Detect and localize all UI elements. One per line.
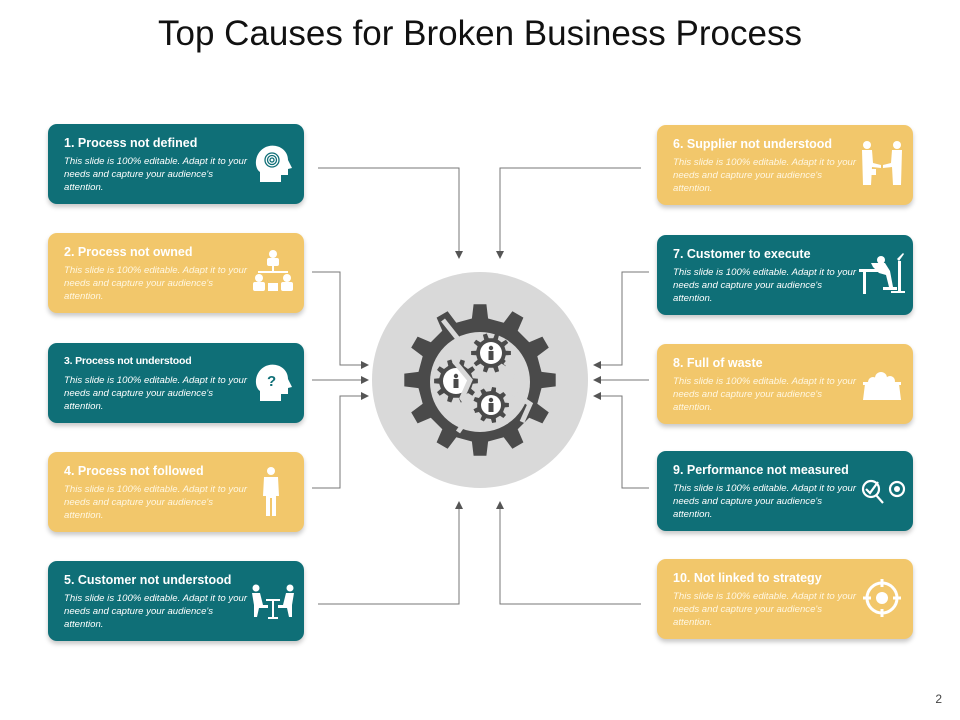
- cause-box-8: 8. Full of waste This slide is 100% edit…: [657, 344, 913, 424]
- cause-text: This slide is 100% editable. Adapt it to…: [64, 593, 248, 630]
- cause-text: This slide is 100% editable. Adapt it to…: [64, 484, 248, 521]
- cause-box-9: 9. Performance not measured This slide i…: [657, 451, 913, 531]
- cause-text: This slide is 100% editable. Adapt it to…: [673, 267, 857, 304]
- desk-worker-icon: [859, 253, 905, 294]
- cause-box-5: 5. Customer not understood This slide is…: [48, 561, 304, 641]
- cause-label: 6. Supplier not understood: [673, 137, 833, 151]
- waste-bin-icon: [863, 372, 901, 400]
- cause-text: This slide is 100% editable. Adapt it to…: [673, 157, 857, 194]
- head-fingerprint-icon: [255, 145, 292, 182]
- cause-label: 3. Process not understood: [64, 355, 192, 367]
- cause-text: This slide is 100% editable. Adapt it to…: [673, 483, 857, 520]
- cause-text: This slide is 100% editable. Adapt it to…: [64, 375, 248, 412]
- cause-box-7: 7. Customer to execute This slide is 100…: [657, 235, 913, 315]
- measure-icon: [861, 479, 906, 504]
- meeting-icon: [252, 584, 294, 619]
- cause-text: This slide is 100% editable. Adapt it to…: [64, 156, 248, 193]
- cause-label: 8. Full of waste: [673, 356, 763, 370]
- cause-label: 7. Customer to execute: [673, 247, 811, 261]
- handshake-icon: [862, 141, 902, 185]
- cause-label: 4. Process not followed: [64, 464, 204, 478]
- cause-box-10: 10. Not linked to strategy This slide is…: [657, 559, 913, 639]
- cause-label: 1. Process not defined: [64, 136, 198, 150]
- cause-text: This slide is 100% editable. Adapt it to…: [673, 376, 857, 413]
- cause-box-4: 4. Process not followed This slide is 10…: [48, 452, 304, 532]
- target-icon: [863, 579, 901, 617]
- cause-text: This slide is 100% editable. Adapt it to…: [64, 265, 248, 302]
- cause-label: 9. Performance not measured: [673, 463, 849, 477]
- svg-text:?: ?: [267, 373, 276, 390]
- cause-box-1: 1. Process not defined This slide is 100…: [48, 124, 304, 204]
- cause-label: 5. Customer not understood: [64, 573, 232, 587]
- standing-person-icon: [263, 467, 279, 516]
- cause-text: This slide is 100% editable. Adapt it to…: [673, 591, 857, 628]
- head-question-icon: ?: [255, 364, 292, 401]
- cause-box-6: 6. Supplier not understood This slide is…: [657, 125, 913, 205]
- org-chart-icon: [253, 250, 293, 291]
- cause-label: 2. Process not owned: [64, 245, 193, 259]
- page-title: Top Causes for Broken Business Process: [158, 14, 802, 53]
- cause-box-2: 2. Process not owned This slide is 100% …: [48, 233, 304, 313]
- page-number: 2: [935, 692, 942, 706]
- cause-label: 10. Not linked to strategy: [673, 571, 822, 585]
- cause-box-3: 3. Process not understood This slide is …: [48, 343, 304, 423]
